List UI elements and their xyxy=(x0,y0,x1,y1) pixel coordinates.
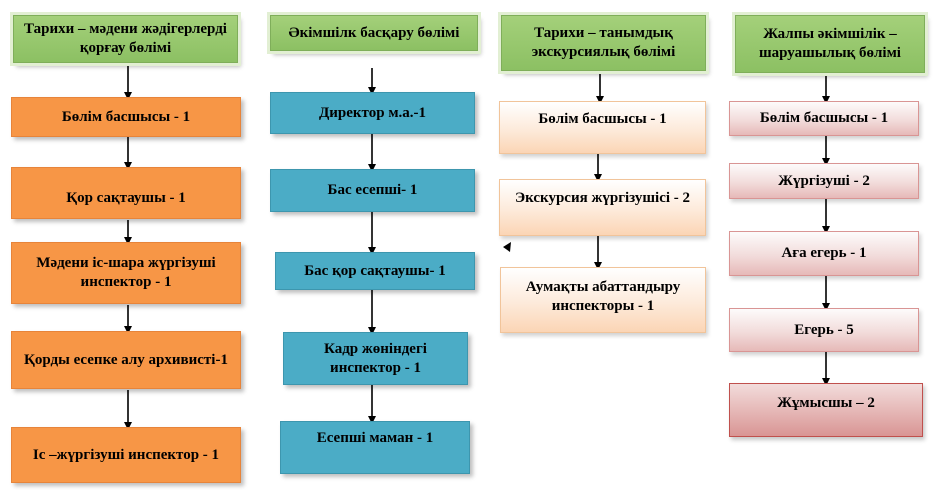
header-cultural-heritage: Тарихи – мәдени жәдігерлерді қорғау бөлі… xyxy=(13,15,238,63)
box-landscaping-inspector: Аумақты абаттандыру инспекторы - 1 xyxy=(500,267,706,333)
box-fund-keeper: Қор сақтаушы - 1 xyxy=(11,167,241,219)
box-dept-head: Бөлім басшысы - 1 xyxy=(499,101,706,154)
box-driver: Жүргізуші - 2 xyxy=(729,163,919,199)
box-dept-head: Бөлім басшысы - 1 xyxy=(11,97,241,137)
box-chief-accountant: Бас есепші- 1 xyxy=(270,169,475,212)
box-worker: Жұмысшы – 2 xyxy=(729,383,923,437)
header-excursion: Тарихи – танымдық экскурсиялық бөлімі xyxy=(501,15,706,71)
stray-arrowhead xyxy=(503,242,511,252)
box-hr-inspector: Кадр жөніндегі инспектор - 1 xyxy=(283,332,468,385)
header-administration: Әкімшілк басқару бөлімі xyxy=(270,15,478,51)
box-dept-head: Бөлім басшысы - 1 xyxy=(729,101,919,136)
box-clerk-inspector: Іс –жүргізуші инспектор - 1 xyxy=(11,427,241,483)
box-acting-director: Директор м.а.-1 xyxy=(270,92,475,134)
box-excursion-guide: Экскурсия жүргізушісі - 2 xyxy=(499,179,706,236)
header-general-admin: Жалпы әкімшілік – шаруашылық бөлімі xyxy=(735,15,925,73)
box-senior-ranger: Аға егерь - 1 xyxy=(729,231,919,276)
box-cultural-event-inspector: Мәдени іс-шара жүргізуші инспектор - 1 xyxy=(11,242,241,304)
box-fund-archivist: Қорды есепке алу архивисті-1 xyxy=(11,331,241,389)
box-ranger: Егерь - 5 xyxy=(729,308,919,352)
box-accountant: Есепші маман - 1 xyxy=(280,421,470,474)
box-chief-fund-keeper: Бас қор сақтаушы- 1 xyxy=(275,252,475,290)
